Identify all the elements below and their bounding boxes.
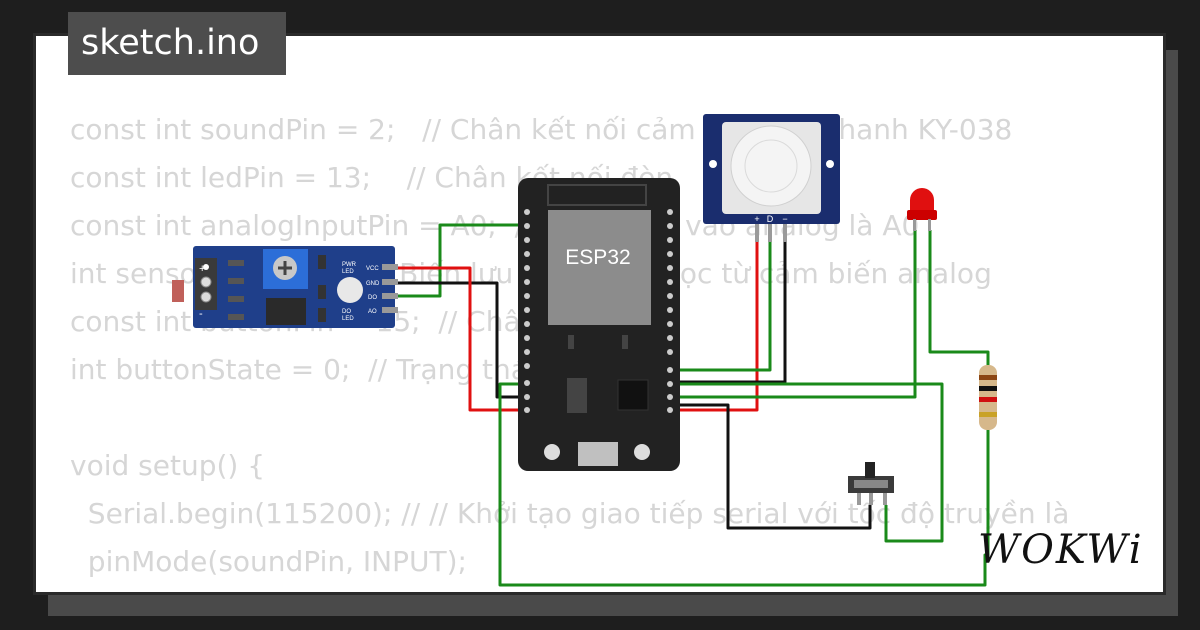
red-led[interactable]: [907, 188, 937, 231]
title-badge: sketch.ino: [68, 12, 286, 75]
esp32-left-pins: [524, 209, 530, 413]
do-led-label-2: LED: [342, 316, 354, 322]
pir-pin-plus: +: [754, 214, 759, 224]
code-line: void setup() {: [70, 449, 266, 482]
pin-vcc-label: VCC: [366, 266, 379, 272]
esp32-right-pins: [667, 209, 673, 413]
wires: [385, 223, 990, 587]
pin-ao-label: AO: [368, 309, 377, 315]
wire-black-switch: [678, 403, 872, 530]
esp32-label: ESP32: [565, 246, 630, 269]
pwr-led-label-2: LED: [342, 269, 354, 275]
pin-gnd-label: GND: [366, 281, 380, 287]
pwr-led-label: PWR: [342, 262, 357, 268]
wire-red-pir-vcc: [678, 225, 759, 412]
do-led-label: DO: [342, 309, 351, 315]
svg-text:-: -: [199, 308, 203, 320]
wire-green-switch: [678, 382, 944, 543]
wire-green-resistor-loop: [498, 382, 990, 587]
svg-text:+: +: [199, 263, 205, 275]
code-line: const int ledPin = 13; // Chân kết nối đ…: [70, 161, 674, 194]
pir-pin-minus: −: [782, 214, 787, 224]
slide-switch[interactable]: [848, 462, 894, 505]
pir-sensor[interactable]: + D −: [703, 114, 840, 242]
sound-sensor-module[interactable]: + - PWR LED DO LED VCC GND DO AO: [172, 246, 398, 328]
wire-black-sensor-gnd: [385, 281, 524, 399]
pin-do-label: DO: [368, 295, 377, 301]
pir-pin-d: D: [767, 214, 774, 224]
wire-green-pir-data: [678, 225, 772, 372]
wire-green-sensor-do: [385, 223, 524, 298]
wokwi-logo: WOKWi: [978, 527, 1144, 573]
wire-green-led-anode: [928, 230, 990, 372]
wire-green-led-cathode: [678, 230, 917, 399]
code-line: pinMode(soundPin, INPUT);: [70, 545, 467, 578]
code-line: Serial.begin(115200); // // Khởi tạo gia…: [70, 497, 1070, 530]
wire-black-pir-gnd: [678, 225, 787, 384]
wire-red-sensor-vcc: [385, 266, 524, 412]
resistor[interactable]: [979, 365, 997, 430]
esp32-board[interactable]: ESP32: [518, 178, 680, 471]
